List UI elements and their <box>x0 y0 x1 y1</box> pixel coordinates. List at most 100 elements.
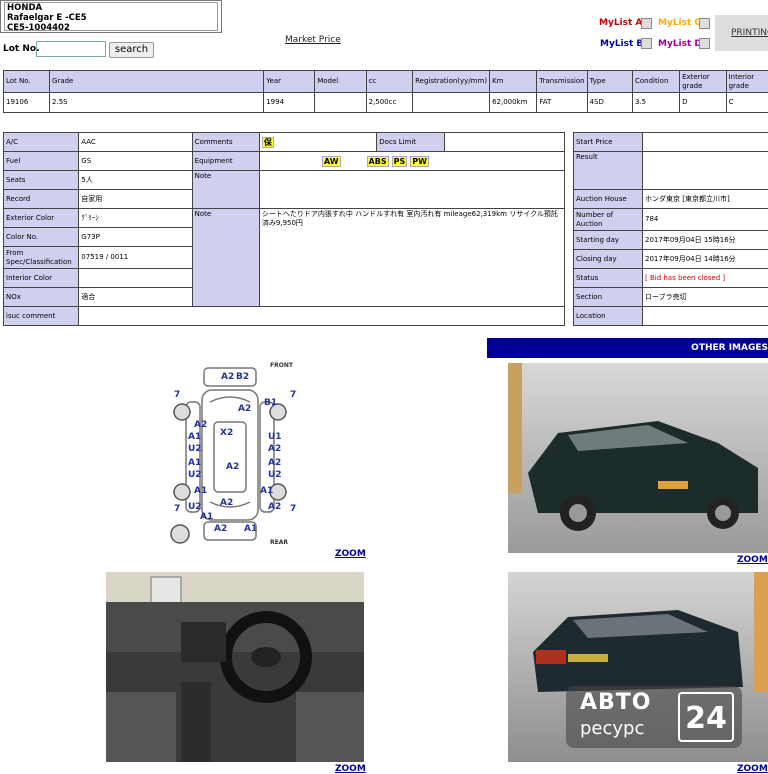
auction-number-label: Number of Auction <box>573 208 643 231</box>
cell-interior-grade: C <box>725 92 768 113</box>
mylist-d-checkbox[interactable] <box>699 38 710 49</box>
equipment-ps: PS <box>391 155 408 167</box>
zoom-link-diagram[interactable]: ZOOM <box>335 549 366 559</box>
nox-value: 適合 <box>78 287 193 307</box>
vehicle-make: HONDA <box>7 3 43 13</box>
comments-label: Comments <box>191 132 260 152</box>
diagram-label: U2 <box>268 470 282 480</box>
diagram-label: U2 <box>188 502 202 512</box>
status-label: Status <box>573 268 643 288</box>
diagram-label: 7 <box>290 504 297 514</box>
col-transmission: Transmission <box>536 70 588 93</box>
col-interior-grade: Interior grade <box>725 70 768 93</box>
start-price-value <box>642 132 768 152</box>
auction-number-value: 784 <box>642 208 768 231</box>
diagram-rear: REAR <box>270 539 288 546</box>
fuel-label: Fuel <box>2 151 80 171</box>
watermark-line1: АВТО <box>580 690 652 715</box>
diagram-label: U2 <box>188 444 202 454</box>
vehicle-model: Rafaelgar E -CE5 <box>7 13 87 23</box>
starting-day-value: 2017年09月04日 15時16分 <box>642 230 768 250</box>
note2-value: シートへたりドア内張すれ中 ハンドルすれ有 室内汚れ有 mileage62,31… <box>258 208 566 307</box>
cell-condition: 3.5 <box>631 92 681 113</box>
col-lot-no: Lot No. <box>2 70 51 93</box>
photo-front-exterior[interactable] <box>508 363 768 553</box>
diagram-label: A2 <box>238 404 252 414</box>
cell-cc: 2,500cc <box>365 92 414 113</box>
mylist-b-label: MyList B <box>600 39 644 49</box>
zoom-link-rear[interactable]: ZOOM <box>737 764 768 774</box>
cell-exterior-grade: D <box>679 92 727 113</box>
closing-day-value: 2017年09月04日 14時16分 <box>642 249 768 269</box>
spec-value: 07519 / 0011 <box>78 246 193 269</box>
watermark-logo: АВТО ресурс 24 <box>566 686 742 748</box>
nox-label: NOx <box>2 287 80 307</box>
cell-grade: 2.5S <box>49 92 265 113</box>
zoom-link-front[interactable]: ZOOM <box>737 555 768 565</box>
zoom-link-interior[interactable]: ZOOM <box>335 764 366 774</box>
photo-interior[interactable] <box>106 572 364 762</box>
diagram-label: A2 <box>221 372 235 382</box>
isuc-comment-value <box>78 306 565 326</box>
diagram-label: B1 <box>264 398 278 408</box>
diagram-label: A2 <box>268 458 282 468</box>
result-value <box>642 151 768 190</box>
docs-limit-value <box>443 132 566 152</box>
interior-color-label: Interior Color <box>2 268 80 288</box>
col-year: Year <box>263 70 316 93</box>
starting-day-label: Starting day <box>573 230 643 250</box>
result-label: Result <box>573 151 643 190</box>
vehicle-details-table: A/C AAC Comments 保 Docs Limit Fuel GS Eq… <box>2 132 566 326</box>
color-no-value: G73P <box>78 227 193 247</box>
diagram-front: FRONT <box>270 362 293 369</box>
vehicle-chassis: CE5-1004402 <box>7 23 70 33</box>
isuc-comment-label: isuc comment <box>2 306 80 326</box>
diagram-label: B2 <box>236 372 250 382</box>
diagram-label: A2 <box>214 524 228 534</box>
mylist-d-label: MyList D <box>658 39 702 49</box>
record-value: 自家用 <box>78 189 193 209</box>
auction-house-label: Auction House <box>573 189 643 209</box>
equipment-abs: ABS <box>366 155 389 167</box>
cell-year: 1994 <box>263 92 316 113</box>
mylist-c-checkbox[interactable] <box>699 18 710 29</box>
col-type: Type <box>586 70 633 93</box>
inspection-diagram: FRONT REAR A2 B2 A2 B1 A2 X2 A1 U2 U1 A2… <box>166 362 311 547</box>
mylist-b-checkbox[interactable] <box>641 38 652 49</box>
car-front-image <box>508 363 768 553</box>
record-label: Record <box>2 189 80 209</box>
lot-summary-table: Lot No. Grade Year Model cc Registration… <box>2 70 768 113</box>
diagram-label: 7 <box>174 504 181 514</box>
vehicle-title-box: HONDA Rafaelgar E -CE5 CE5-1004402 <box>0 0 222 33</box>
car-interior-image <box>106 572 364 762</box>
market-price-link[interactable]: Market Price <box>285 35 341 45</box>
diagram-label: A1 <box>244 524 258 534</box>
diagram-label: A2 <box>194 420 208 430</box>
equipment-aw: AW <box>321 155 341 167</box>
lot-number-label: Lot No. <box>3 44 40 54</box>
photo-rear-exterior[interactable] <box>508 572 768 762</box>
comments-value: 保 <box>258 132 378 152</box>
location-label: Location <box>573 306 643 326</box>
cell-registration <box>412 92 491 113</box>
diagram-label: A2 <box>220 498 234 508</box>
printing-button[interactable]: PRINTING <box>715 15 768 51</box>
status-value: [ Bid has been closed ] <box>642 268 768 288</box>
diagram-label: A2 <box>226 462 240 472</box>
exterior-color-value: ｸﾞﾘｰﾝ <box>78 208 193 228</box>
cell-model <box>314 92 367 113</box>
diagram-label: A2 <box>268 502 282 512</box>
exterior-color-label: Exterior Color <box>2 208 80 228</box>
note-value <box>258 170 566 209</box>
watermark-line2: ресурс <box>580 718 645 739</box>
col-cc: cc <box>365 70 414 93</box>
search-button[interactable]: search <box>109 42 154 58</box>
docs-limit-label: Docs Limit <box>376 132 445 152</box>
col-model: Model <box>314 70 367 93</box>
lot-number-input[interactable] <box>36 41 106 57</box>
diagram-label: A2 <box>268 444 282 454</box>
col-condition: Condition <box>631 70 681 93</box>
mylist-a-checkbox[interactable] <box>641 18 652 29</box>
